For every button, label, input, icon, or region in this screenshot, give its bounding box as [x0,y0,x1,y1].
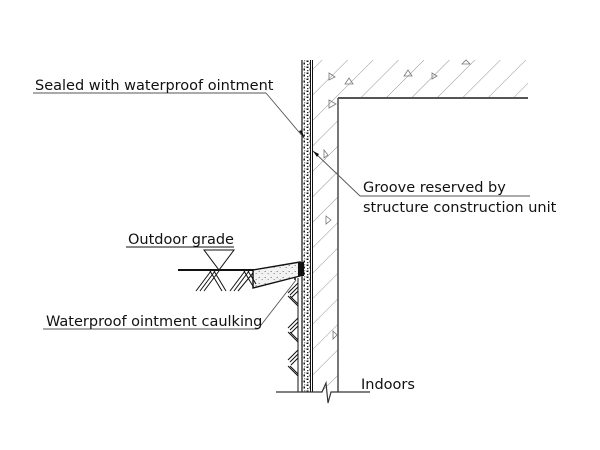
label-indoors: Indoors [361,377,415,393]
waterproof-layer [301,60,313,392]
break-line [276,380,370,404]
screed-strip [302,60,310,392]
arrow-sealed-icon [299,130,304,138]
label-groove-line2: structure construction unit [363,200,557,216]
arrow-groove-icon [313,151,319,157]
label-caulking: Waterproof ointment caulking [46,314,262,330]
soil-hatch-wall [287,282,299,377]
label-outdoor-grade: Outdoor grade [128,232,234,248]
outdoor-ground [126,246,304,292]
label-groove-line1: Groove reserved by [363,180,506,196]
concrete-structure [312,59,528,392]
soil-hatch-grade [195,270,257,292]
leader-lines [33,92,530,330]
concrete-wall-hatch [312,60,528,392]
label-sealed: Sealed with waterproof ointment [35,78,274,94]
grade-marker-icon [203,249,235,271]
aggregate-marks [323,59,471,340]
